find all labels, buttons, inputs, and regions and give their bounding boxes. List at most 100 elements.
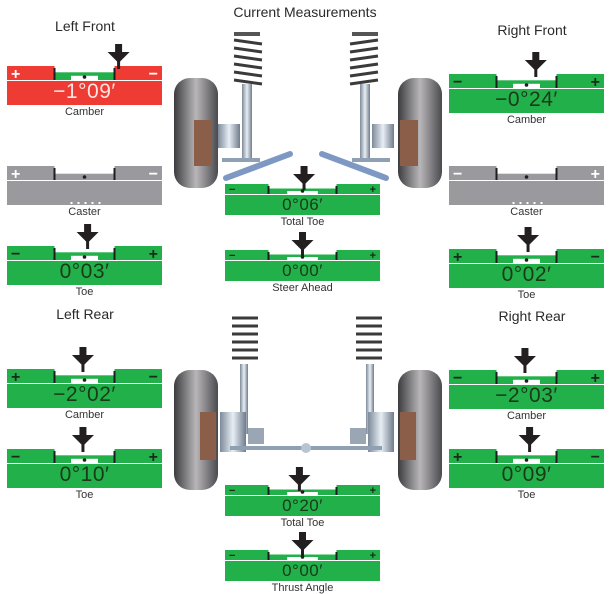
rf-camber-gauge: −+−0°24′Camber [449, 52, 604, 126]
gauge-band-right [114, 166, 162, 180]
measurement-value: −1°09′ [53, 80, 116, 103]
left-front-wheel [174, 78, 218, 188]
pointer-arrow-icon [107, 44, 130, 69]
gauge-band-right [114, 369, 162, 383]
rf-caster-gauge: −+Caster [449, 150, 604, 218]
left-sign-icon: − [453, 74, 462, 91]
measurement-label: Toe [517, 289, 536, 301]
tolerance-tick [113, 371, 116, 383]
scale-dot [526, 202, 529, 204]
tolerance-tick [495, 168, 498, 180]
right-sign-icon: + [370, 250, 376, 262]
scale-dot [512, 202, 515, 204]
right-sign-icon: − [149, 369, 158, 386]
right-sign-icon: + [591, 370, 600, 387]
gauge-band-right [336, 250, 380, 260]
measurement-value: 0°00′ [282, 261, 323, 280]
center-mark [82, 75, 87, 79]
measurement-value: 0°00′ [282, 561, 323, 580]
tolerance-tick [267, 487, 270, 495]
gauge-graphic: +− [449, 427, 604, 488]
left-sign-icon: − [453, 166, 462, 183]
gauge-value-band [225, 496, 380, 516]
gauge-value-band [7, 81, 162, 105]
lf-caster-gauge: +−Caster [7, 150, 162, 218]
tolerance-tick [267, 552, 270, 560]
right-front-wheel [398, 78, 442, 188]
right-sign-icon: + [149, 246, 158, 263]
left-sign-icon: − [11, 246, 20, 263]
gauge-band-left [225, 184, 269, 194]
gauge-graphic: −+ [7, 427, 162, 488]
rr-camber-gauge: −+−2°03′Camber [449, 348, 604, 422]
gauge-band-left [7, 449, 55, 463]
gauge-band-left [449, 370, 497, 384]
tolerance-tick [53, 451, 56, 463]
pointer-arrow-icon [291, 532, 314, 556]
pointer-arrow-icon [518, 427, 541, 452]
measurement-value: 0°06′ [282, 195, 323, 214]
tolerance-tick [53, 68, 56, 80]
measurement-label: Camber [506, 410, 547, 422]
gauge-graphic: +− [7, 44, 162, 105]
measurement-value: −0°24′ [495, 88, 558, 111]
gauge-value-band [449, 385, 604, 409]
gauge-band-right [336, 485, 380, 495]
front-total-toe-gauge: −+0°06′Total Toe [225, 166, 380, 228]
gauge-band-right [336, 184, 380, 194]
gauge-graphic: −+ [449, 166, 604, 205]
center-mark [300, 555, 305, 559]
left-sign-icon: − [229, 485, 235, 497]
measurement-label: Total Toe [280, 517, 325, 529]
right-sign-icon: − [591, 449, 600, 466]
lf-toe-gauge: −+0°03′Toe [7, 224, 162, 298]
gauge-band-right [556, 249, 604, 263]
right-sign-icon: − [149, 66, 158, 83]
tolerance-tick [335, 186, 338, 194]
center-mark [82, 175, 87, 179]
measurement-value [7, 180, 162, 204]
gauge-band-right [114, 246, 162, 260]
gauge-graphic: −+ [225, 232, 380, 281]
left-rear-strut [220, 316, 264, 452]
right-sign-icon: + [370, 184, 376, 196]
gauge-band-right [114, 66, 162, 80]
pointer-arrow-icon [71, 347, 94, 372]
left-sign-icon: − [229, 184, 235, 196]
gauge-band-left [225, 550, 269, 560]
center-mark [524, 379, 529, 383]
pointer-arrow-icon [288, 467, 311, 491]
measurement-label: Caster [68, 206, 101, 218]
gauge-graphic: −+ [449, 52, 604, 113]
gauge-value-band [449, 264, 604, 288]
gauge-band-left [7, 66, 55, 80]
tolerance-tick [53, 168, 56, 180]
section-title-left-rear: Left Rear [56, 306, 114, 322]
gauge-value-band [7, 261, 162, 285]
center-mark [82, 255, 87, 259]
gauge-graphic: −+ [225, 532, 380, 581]
measurement-label: Camber [64, 409, 105, 421]
left-sign-icon: + [11, 369, 20, 386]
scale-dot [91, 202, 94, 204]
scale-dot [540, 202, 543, 204]
tolerance-tick [113, 451, 116, 463]
tolerance-tick [555, 76, 558, 88]
section-title-right-rear: Right Rear [498, 308, 566, 324]
gauge-band-left [449, 449, 497, 463]
gauge-graphic: −+ [7, 224, 162, 285]
measurement-label: Camber [64, 106, 105, 118]
tolerance-tick [53, 371, 56, 383]
measurement-label: Steer Ahead [272, 282, 333, 294]
tolerance-tick [113, 248, 116, 260]
tolerance-tick [113, 168, 116, 180]
pointer-arrow-icon [524, 52, 547, 77]
gauge-band-left [449, 249, 497, 263]
gauge-band-right [114, 449, 162, 463]
right-rear-wheel [398, 370, 442, 490]
left-sign-icon: + [453, 449, 462, 466]
left-front-strut [218, 32, 293, 181]
tolerance-tick [495, 372, 498, 384]
gauge-band-right [336, 550, 380, 560]
tolerance-tick [267, 186, 270, 194]
